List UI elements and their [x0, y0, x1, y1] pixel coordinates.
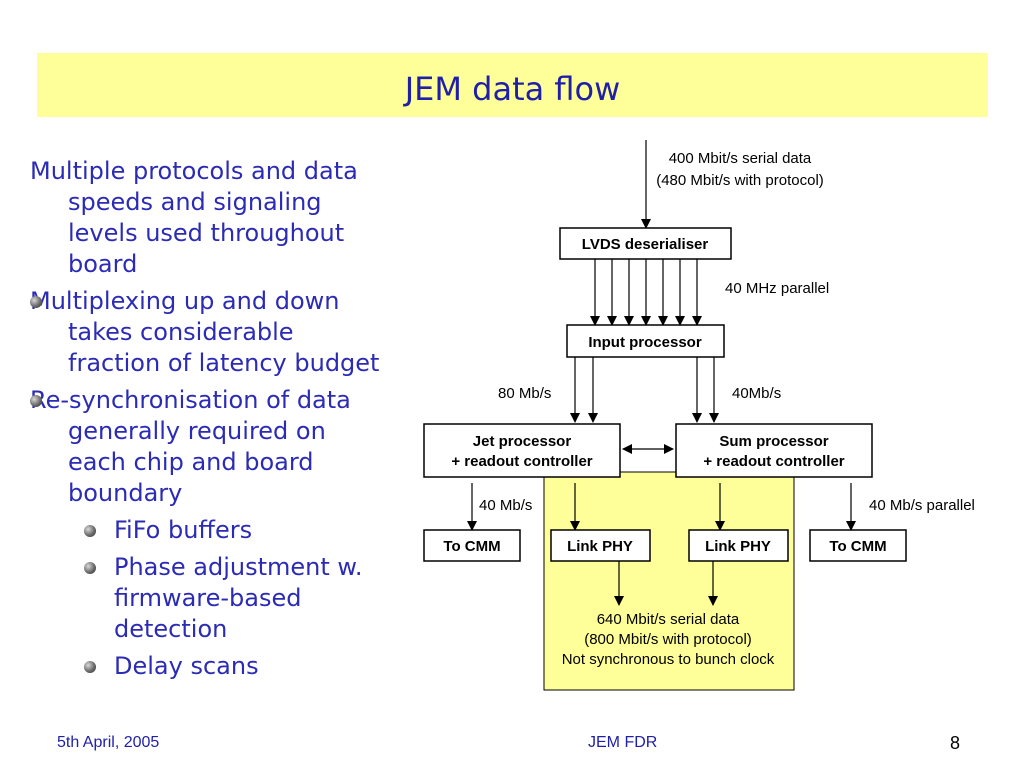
sum-processor-label-1: Sum processor [719, 433, 828, 450]
bullet-intro-text: Multiple protocols and data speeds and s… [30, 157, 358, 278]
jet-processor-label-1: Jet processor [473, 433, 572, 450]
link-phy-right-box [688, 529, 789, 562]
input-label-2: (480 Mbit/s with protocol) [656, 172, 824, 189]
link-phy-left-box [550, 529, 651, 562]
bullet-intro: Multiple protocols and data speeds and s… [30, 156, 390, 280]
footer-event: JEM FDR [588, 734, 658, 751]
rate-left-label: 80 Mb/s [498, 385, 551, 402]
lvds-deserialiser-label: LVDS deserialiser [582, 236, 709, 253]
bullet-resync: Re-synchronisation of data generally req… [30, 385, 390, 509]
bullet-icon [30, 395, 42, 407]
sub-bullet-delay: Delay scans [30, 651, 390, 682]
link-phy-left-label: Link PHY [567, 538, 633, 555]
to-cmm-left-box [423, 529, 521, 562]
jet-processor-box [423, 423, 621, 478]
input-processor-box [566, 324, 725, 358]
to-cmm-right-box [809, 529, 907, 562]
sub-bullet-phase: Phase adjustment w. firmware-based detec… [30, 552, 390, 645]
link-phy-right-label: Link PHY [705, 538, 771, 555]
to-cmm-left-label: To CMM [443, 538, 500, 555]
title-bar: JEM data flow [37, 53, 988, 117]
bullet-multiplexing-text: Multiplexing up and down takes considera… [30, 287, 380, 377]
sub-bullet-phase-text: Phase adjustment w. firmware-based detec… [114, 553, 363, 643]
right-rate-label: 40 Mb/s parallel [869, 497, 975, 514]
bullet-resync-text: Re-synchronisation of data generally req… [30, 386, 351, 507]
parallel-label: 40 MHz parallel [725, 280, 829, 297]
sum-processor-label-2: + readout controller [703, 453, 844, 470]
sum-processor-box [675, 423, 873, 478]
jet-processor-label-2: + readout controller [451, 453, 592, 470]
lvds-deserialiser-box [559, 227, 732, 260]
rate-right-label: 40Mb/s [732, 385, 781, 402]
output-label-3: Not synchronous to bunch clock [562, 651, 775, 668]
sub-bullet-fifo: FiFo buffers [30, 515, 390, 546]
parallel-arrows [590, 259, 702, 326]
bullet-icon [84, 661, 96, 673]
bullet-list: Multiple protocols and data speeds and s… [30, 156, 390, 688]
bullet-icon [84, 562, 96, 574]
bullet-icon [30, 296, 42, 308]
footer-date: 5th April, 2005 [57, 734, 160, 751]
sub-bullet-delay-text: Delay scans [114, 652, 259, 680]
bullet-icon [84, 525, 96, 537]
output-label-2: (800 Mbit/s with protocol) [584, 631, 752, 648]
input-processor-label: Input processor [588, 334, 702, 351]
output-label-1: 640 Mbit/s serial data [597, 611, 740, 628]
bullet-multiplexing: Multiplexing up and down takes considera… [30, 286, 390, 379]
sub-bullet-fifo-text: FiFo buffers [114, 516, 253, 544]
to-cmm-right-label: To CMM [829, 538, 886, 555]
link-highlight-region [543, 471, 795, 691]
footer-page-number: 8 [950, 733, 961, 753]
slide-title: JEM data flow [404, 70, 621, 108]
left-rate-label: 40 Mb/s [479, 497, 532, 514]
input-label-1: 400 Mbit/s serial data [669, 150, 812, 167]
